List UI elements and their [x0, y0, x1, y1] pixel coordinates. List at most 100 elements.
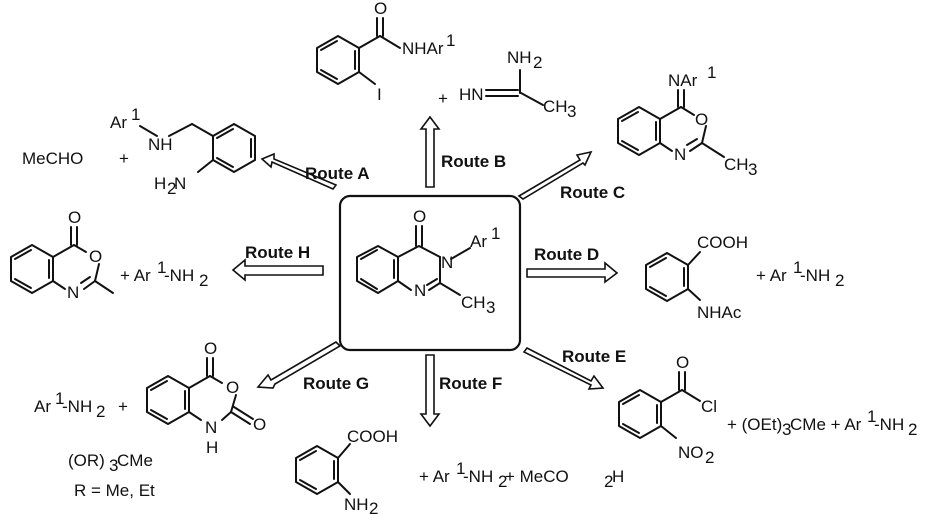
route-h-precursors: O O N + Ar 1 -NH 2	[10, 208, 208, 302]
route-b-arrow	[419, 115, 441, 188]
route-g-carbonyl-o-top: O	[204, 339, 217, 358]
route-e-orthoester-sub: 3	[782, 420, 791, 439]
route-h-nh-sub: 2	[199, 271, 208, 290]
route-e-nh: -NH	[874, 415, 904, 434]
route-e-no2-label: NO	[678, 443, 704, 462]
route-e-precursors: O Cl NO 2 + (OEt) 3 CMe + Ar 1 -NH 2	[618, 353, 917, 467]
route-arrows	[231, 115, 619, 428]
route-a-ar-superscript: 1	[131, 105, 140, 124]
route-b-iodo-label: I	[377, 85, 382, 104]
route-g-carbonyl-o-right: O	[253, 415, 266, 434]
route-b-benzene-ring	[316, 35, 360, 85]
route-e-cl-label: Cl	[701, 397, 717, 416]
route-h-label: Route H	[245, 243, 310, 262]
route-f-label: Route F	[439, 374, 502, 393]
route-f-meco2h-end: H	[612, 467, 624, 486]
route-c-ch3-label: CH	[724, 155, 749, 174]
route-d-arrow	[526, 261, 619, 284]
route-b-nhar-superscript: 1	[446, 31, 455, 50]
route-g-benzene-ring	[146, 375, 190, 425]
route-e-nh-sub: 2	[908, 420, 917, 439]
route-f-precursors: COOH NH 2 + Ar 1 -NH 2 + MeCO 2 H	[295, 427, 624, 514]
route-g-h-label: H	[206, 438, 218, 457]
route-d-label: Route D	[534, 245, 599, 264]
route-d-precursors: COOH NHAc + Ar 1 -NH 2	[645, 233, 844, 322]
route-g-ar-superscript: 1	[55, 389, 64, 408]
route-d-nh-sub: 2	[835, 271, 844, 290]
route-c-benzene-ring	[617, 106, 661, 156]
center-ch3-label: CH	[461, 293, 486, 312]
center-ar-superscript: 1	[491, 224, 500, 243]
route-h-ring-o: O	[89, 247, 102, 266]
route-g-r-definition: R = Me, Et	[74, 481, 155, 500]
route-h-plus-ar: + Ar	[120, 266, 151, 285]
route-a-h2n-n: N	[174, 174, 186, 193]
route-b-nh2-label: NH	[507, 48, 532, 67]
route-c-arrow	[517, 150, 593, 200]
route-b-precursors: O NHAr 1 I + NH 2 HN CH 3	[316, 0, 576, 121]
route-a-ar-label: Ar	[110, 113, 127, 132]
route-g-plus: +	[118, 397, 128, 416]
route-b-nhar-label: NHAr	[402, 39, 444, 58]
route-b-label: Route B	[441, 152, 506, 171]
center-n1-label: N	[414, 281, 426, 300]
route-e-no2-sub: 2	[705, 448, 714, 467]
route-g-orthoester-sub: 3	[109, 456, 118, 475]
route-a-mecho: MeCHO	[22, 149, 83, 168]
route-g-label: Route G	[303, 374, 369, 393]
route-d-nh: -NH	[800, 266, 830, 285]
route-d-nhac-label: NHAc	[697, 303, 742, 322]
route-a-arrow	[260, 152, 338, 190]
route-c-n-label: N	[674, 145, 686, 164]
route-c-nar-superscript: 1	[707, 63, 716, 82]
route-e-carbonyl-o: O	[676, 353, 689, 372]
route-a-precursors: MeCHO + Ar 1 NH H 2 N	[22, 105, 256, 198]
center-product-box	[338, 194, 522, 352]
route-c-o-label: O	[695, 110, 708, 129]
route-f-ar-superscript: 1	[456, 459, 465, 478]
center-product: O N Ar 1 N CH 3	[338, 194, 522, 352]
route-e-arrow	[522, 346, 605, 390]
route-c-ch3-sub: 3	[748, 160, 757, 179]
route-b-nh2-sub: 2	[533, 53, 542, 72]
route-g-precursors: Ar 1 -NH 2 + O O O N H (OR) 3 CMe R = Me…	[34, 339, 266, 500]
route-b-plus: +	[438, 89, 448, 108]
route-a-h2n-h: H	[154, 174, 166, 193]
route-f-benzene-ring	[295, 445, 339, 495]
route-a-plus: +	[119, 149, 129, 168]
route-g-ar-label: Ar	[34, 397, 51, 416]
route-b-hn-label: HN	[459, 85, 484, 104]
center-ar-label: Ar	[470, 232, 487, 251]
route-f-cooh-label: COOH	[347, 427, 398, 446]
route-c-nar-label: NAr	[668, 71, 698, 90]
route-h-ar-superscript: 1	[157, 258, 166, 277]
center-ch3-subscript: 3	[486, 298, 495, 317]
route-d-plus-ar: + Ar	[756, 266, 787, 285]
route-d-benzene-ring	[645, 252, 689, 302]
route-labels: Route A Route B Route C Route D Route E …	[245, 152, 626, 393]
route-c-precursors: NAr 1 O N CH 3	[617, 63, 757, 179]
route-e-label: Route E	[562, 347, 626, 366]
route-d-ar-superscript: 1	[793, 258, 802, 277]
route-g-orthoester: (OR)	[68, 451, 105, 470]
route-h-n-label: N	[67, 283, 79, 302]
route-f-meco2h: + MeCO	[505, 467, 569, 486]
route-e-orthoester: + (OEt)	[727, 415, 782, 434]
route-f-nh2-label: NH	[344, 495, 369, 514]
route-e-ar-superscript: 1	[867, 407, 876, 426]
route-c-label: Route C	[560, 183, 625, 202]
route-f-plus-ar: + Ar	[419, 467, 450, 486]
route-f-nh: -NH	[463, 467, 493, 486]
route-a-nh-label: NH	[148, 135, 173, 154]
route-f-nh-sub: 2	[498, 472, 507, 491]
route-d-cooh-label: COOH	[697, 233, 748, 252]
route-b-ch3-label: CH	[543, 97, 568, 116]
route-a-label: Route A	[305, 164, 370, 183]
route-h-carbonyl-o: O	[68, 208, 81, 227]
route-g-n-label: N	[205, 418, 217, 437]
route-g-orthoester-end: CMe	[117, 451, 153, 470]
center-benzene-ring	[356, 245, 399, 294]
route-a-h2n-sub: 2	[167, 179, 176, 198]
route-h-nh: -NH	[164, 266, 194, 285]
route-e-cme-plus-ar: CMe + Ar	[790, 415, 862, 434]
